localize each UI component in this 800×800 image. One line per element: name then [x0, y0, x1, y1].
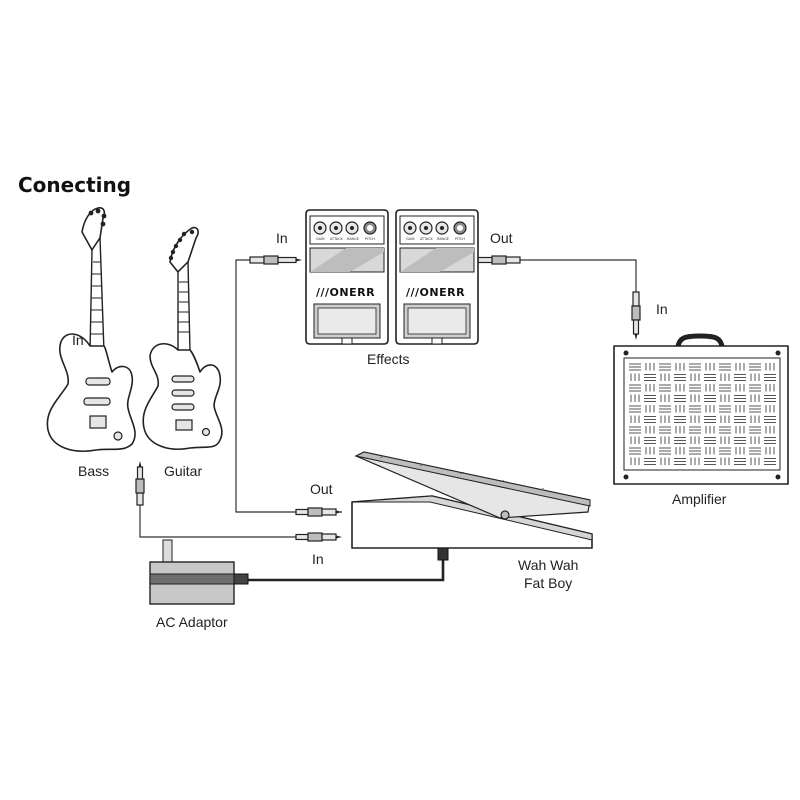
ac-adaptor-label: AC Adaptor	[156, 614, 228, 630]
jack-plug-icon	[135, 255, 641, 561]
knob-label-range: RANGE	[437, 237, 449, 241]
amp-grille	[629, 363, 776, 465]
effects-pedal-icon: GAIN ATTACK RANGE PITCH ///ONERR GAIN AT…	[276, 209, 513, 367]
amp-in-label: In	[656, 301, 668, 317]
knob-label-attack: ATTACK	[330, 237, 344, 241]
bass-in-label: In	[72, 332, 84, 348]
wah-in-label: In	[312, 551, 324, 567]
wah-pedal-icon: Out In Wah Wah Fat Boy	[310, 451, 593, 591]
knob-label-gain: GAIN	[406, 237, 415, 241]
ac-adaptor-icon: AC Adaptor	[149, 539, 249, 630]
effects-in-label: In	[276, 230, 288, 246]
wah-out-label: Out	[310, 481, 333, 497]
amplifier-icon: In Amplifier	[613, 301, 789, 507]
effects-label: Effects	[367, 351, 410, 367]
knob-label-pitch: PITCH	[455, 237, 465, 241]
pedal-brand: ///ONERR	[406, 286, 465, 299]
cable-bass-to-wah	[139, 505, 296, 538]
cable-ac-to-wah	[248, 560, 445, 582]
cables	[139, 259, 637, 582]
bass-guitar-icon: In Bass	[46, 207, 136, 479]
bass-label: Bass	[78, 463, 109, 479]
effects-out-label: Out	[490, 230, 513, 246]
amplifier-label: Amplifier	[672, 491, 727, 507]
wah-name-line2: Fat Boy	[524, 575, 572, 591]
knob-label-attack: ATTACK	[420, 237, 434, 241]
electric-guitar-icon: Guitar	[142, 226, 223, 479]
wah-name-line1: Wah Wah	[518, 557, 578, 573]
knob-label-range: RANGE	[347, 237, 359, 241]
cable-effects-to-amp	[520, 259, 637, 292]
guitar-label: Guitar	[164, 463, 202, 479]
knob-label-gain: GAIN	[316, 237, 325, 241]
cable-guitar-to-effects	[235, 259, 342, 513]
knob-label-pitch: PITCH	[365, 237, 375, 241]
pedal-brand: ///ONERR	[316, 286, 375, 299]
page-title: Conecting	[18, 173, 131, 197]
